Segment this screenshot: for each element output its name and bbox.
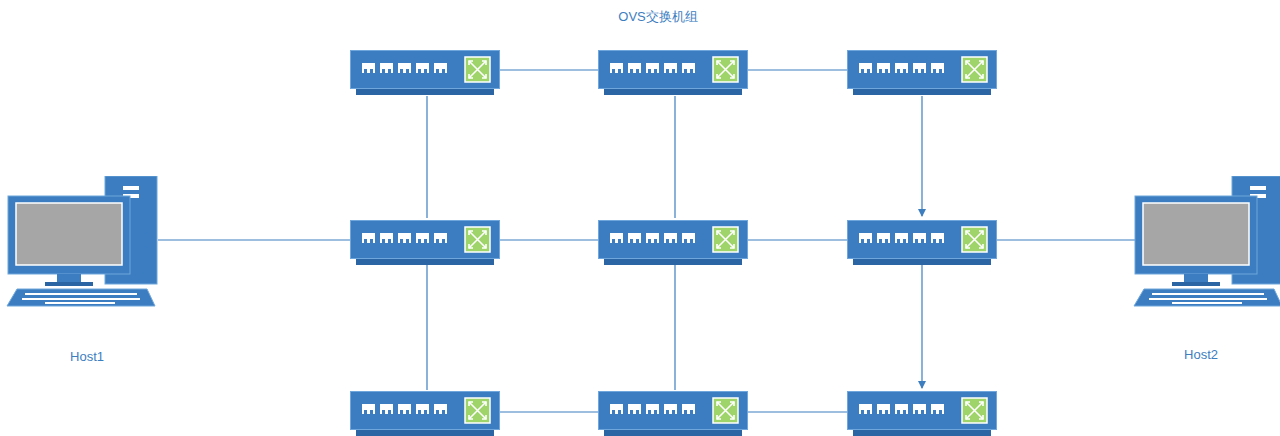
host-label: Host2	[1117, 347, 1280, 362]
host-label: Host1	[0, 349, 174, 364]
group-title: OVS交换机组	[0, 8, 1280, 26]
links	[158, 70, 1136, 412]
host-node: Host2	[1117, 172, 1280, 362]
ovs-switches	[351, 51, 997, 436]
host-node: Host1	[0, 172, 174, 364]
host-computers	[7, 176, 1280, 306]
